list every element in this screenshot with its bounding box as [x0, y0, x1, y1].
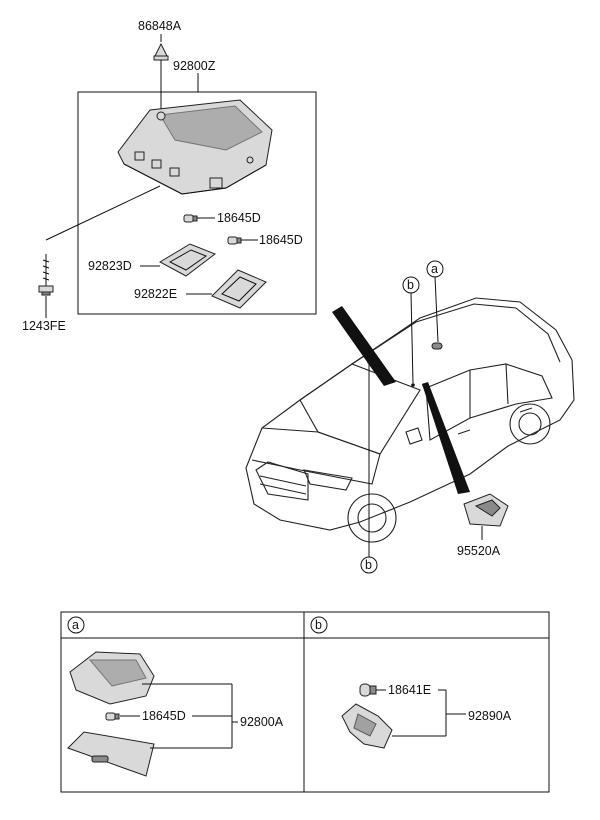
- lamp-part-92890A: [341, 703, 393, 749]
- ref-b-bottom[interactable]: b: [365, 558, 372, 572]
- pointer-wedge-luggage-lamp: [422, 382, 470, 494]
- detail-a-label-18645D[interactable]: 18645D: [142, 709, 186, 723]
- lens-part-92823D: [158, 243, 217, 277]
- detail-b-label-92890A[interactable]: 92890A: [468, 709, 512, 723]
- overhead-console-part-92800Z: [117, 99, 273, 195]
- assembly-frame: [77, 91, 317, 315]
- bulb-part-18645D-1: [183, 214, 198, 223]
- bulb-part-18645D-2: [227, 236, 242, 245]
- label-92822E[interactable]: 92822E: [134, 287, 177, 301]
- bulb-part-18641E: [359, 683, 377, 697]
- luggage-lamp-part-95520A: [463, 493, 509, 527]
- overhead-console-assembly-group: 86848A 92800Z 18645D: [22, 19, 317, 333]
- cover-part-92822E: [211, 269, 267, 309]
- vehicle-illustration: [245, 297, 575, 543]
- detail-b-label-18641E[interactable]: 18641E: [388, 683, 431, 697]
- clip-part-86848A: [153, 42, 169, 61]
- detail-a-cell: a 18645D 92800A: [67, 616, 284, 777]
- detail-a-label-92800A[interactable]: 92800A: [240, 715, 284, 729]
- label-95520A[interactable]: 95520A: [457, 544, 501, 558]
- label-86848A[interactable]: 86848A: [138, 19, 182, 33]
- detail-table: [60, 611, 550, 793]
- detail-b-tag[interactable]: b: [315, 618, 322, 632]
- label-1243FE[interactable]: 1243FE: [22, 319, 66, 333]
- label-18645D-2[interactable]: 18645D: [259, 233, 303, 247]
- front-wheel: [347, 493, 397, 543]
- detail-a-tag[interactable]: a: [72, 618, 79, 632]
- bulb-part-18645D-detail: [105, 712, 120, 721]
- screw-part-1243FE: [38, 254, 54, 296]
- ref-a-top[interactable]: a: [431, 262, 438, 276]
- label-18645D-1[interactable]: 18645D: [217, 211, 261, 225]
- overhead-console-part-92800A: [69, 651, 155, 705]
- ref-b-top[interactable]: b: [407, 278, 414, 292]
- label-92823D[interactable]: 92823D: [88, 259, 132, 273]
- rear-wheel: [509, 403, 551, 445]
- lens-cover-part-detail-a: [67, 731, 155, 777]
- label-92800Z[interactable]: 92800Z: [173, 59, 216, 73]
- pointer-wedge-console: [332, 306, 396, 386]
- detail-b-cell: b 18641E 92890A: [310, 616, 512, 749]
